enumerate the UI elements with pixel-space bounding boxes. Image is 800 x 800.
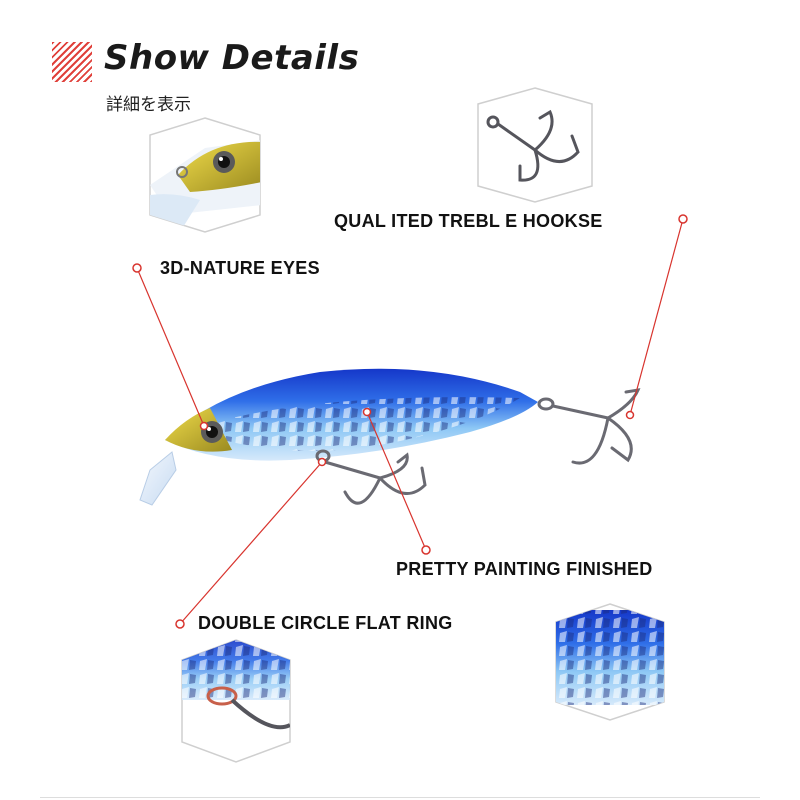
- callout-dots: [132, 214, 688, 629]
- page-subtitle: 詳細を表示: [106, 95, 191, 115]
- detail-inset-painting: [555, 603, 665, 721]
- callout-line-ring: [179, 461, 323, 625]
- callout-dot-painting: [421, 545, 431, 555]
- callout-dot-painting-start: [362, 407, 372, 417]
- callout-dot-eyes: [132, 263, 142, 273]
- callout-dot-ring: [175, 619, 185, 629]
- callout-dot-eyes-end: [199, 421, 209, 431]
- callout-line-eyes: [136, 267, 205, 427]
- callout-line-hooks: [629, 218, 684, 416]
- callout-label-painting: PRETTY PAINTING FINISHED: [396, 559, 653, 579]
- detail-inset-ring: [181, 639, 291, 763]
- callout-dot-hooks: [678, 214, 688, 224]
- callout-label-ring: DOUBLE CIRCLE FLAT RING: [198, 613, 453, 633]
- callout-dot-hooks-end: [625, 410, 635, 420]
- callout-line-painting: [366, 411, 427, 551]
- detail-inset-eyes: [149, 117, 261, 233]
- callout-lines: [136, 218, 684, 625]
- bottom-divider: [40, 797, 760, 798]
- fishing-lure: [139, 368, 641, 506]
- page-title: Show Details: [104, 38, 360, 78]
- header-stripe-mark: [52, 42, 92, 82]
- callout-dot-ring-end: [317, 457, 327, 467]
- callout-label-hooks: QUAL ITED TREBL E HOOKSE: [334, 211, 603, 231]
- detail-inset-hooks: [477, 87, 593, 203]
- callout-label-eyes: 3D-NATURE EYES: [160, 258, 320, 278]
